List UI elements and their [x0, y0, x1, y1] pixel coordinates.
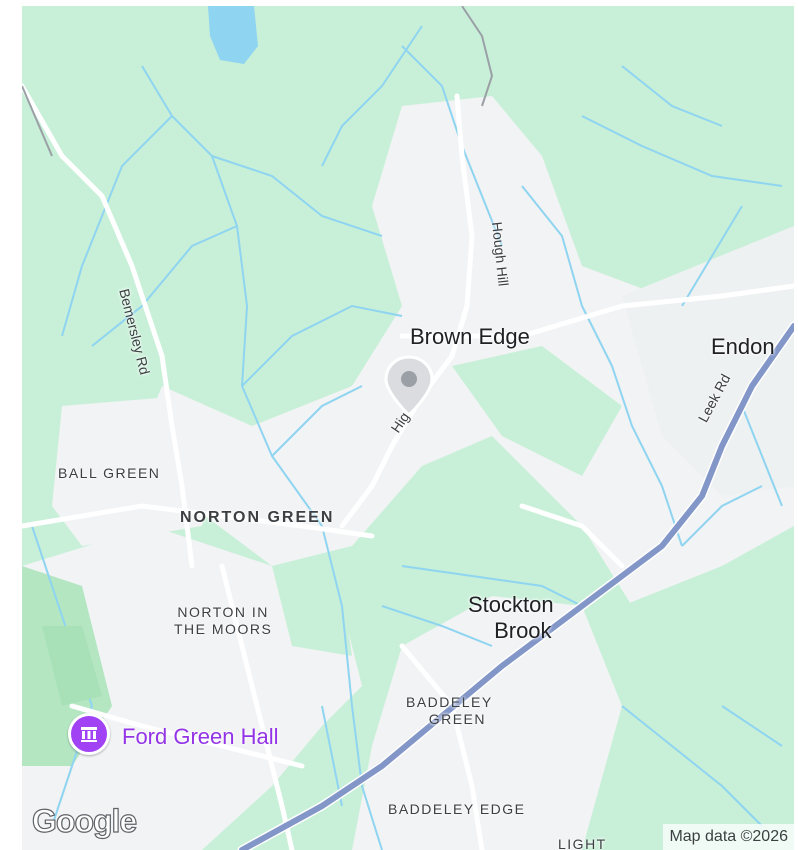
place-label-the-moors: THE MOORS [174, 621, 273, 637]
reservoir [208, 6, 258, 64]
place-label-norton-in-the-moors: NORTON IN THE MOORS [174, 604, 272, 638]
place-label-light: LIGHT [558, 836, 607, 850]
place-label-endon: Endon [711, 334, 775, 359]
place-label-norton-green: NORTON GREEN [180, 509, 335, 526]
place-label-stockton-brook: Stockton Brook [468, 592, 554, 644]
map-canvas[interactable]: Brown Edge Endon Stockton Brook BALL GRE… [22, 6, 794, 850]
place-label-baddeley-green: BADDELEY GREEN [406, 694, 493, 728]
place-label-baddeley: BADDELEY [406, 694, 493, 710]
poi-label-ford-green-hall[interactable]: Ford Green Hall [122, 724, 279, 749]
urban-area-baddeley [352, 596, 622, 850]
map-pin-icon[interactable] [384, 355, 434, 417]
museum-icon[interactable] [68, 713, 110, 755]
map-base-layer [22, 6, 794, 850]
place-label-norton-in: NORTON IN [177, 604, 269, 620]
place-label-stockton: Stockton [468, 592, 554, 617]
place-label-brook: Brook [494, 618, 552, 643]
google-logo: Google [31, 802, 137, 839]
place-label-green: GREEN [428, 711, 486, 727]
place-label-baddeley-edge: BADDELEY EDGE [388, 801, 526, 817]
urban-area-south [22, 526, 362, 850]
map-attribution[interactable]: Map data ©2026 [663, 824, 794, 850]
place-label-brown-edge: Brown Edge [410, 324, 530, 349]
place-label-ball-green: BALL GREEN [58, 465, 161, 481]
urban-area-brown-edge [142, 96, 794, 606]
